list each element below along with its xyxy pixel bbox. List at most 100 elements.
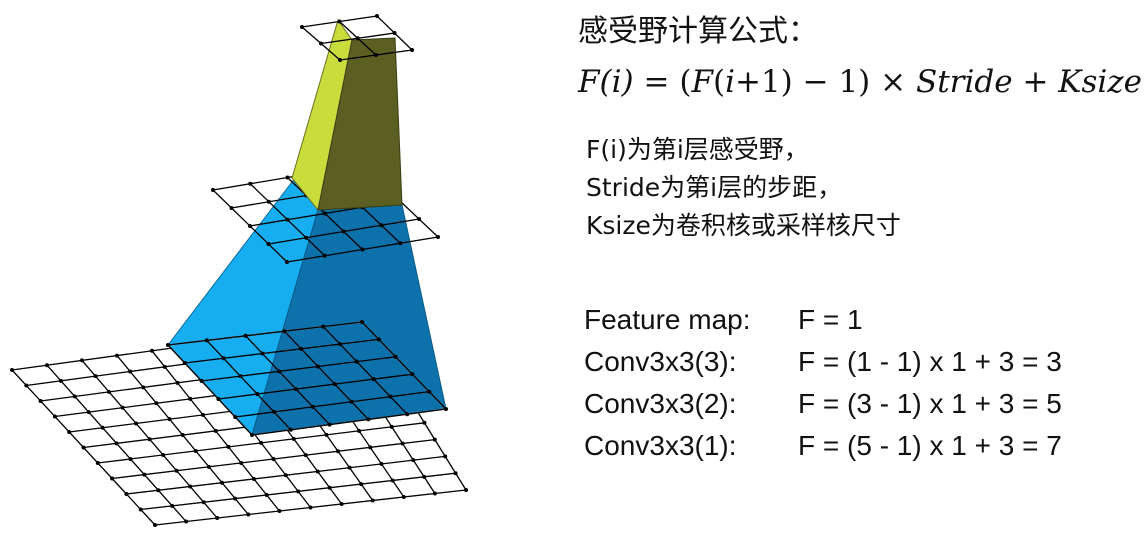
grid-node: [308, 505, 313, 510]
grid-node: [255, 392, 260, 397]
grid-node: [142, 472, 147, 477]
grid-node: [359, 482, 364, 487]
grid-node: [215, 516, 220, 520]
grid-node: [427, 389, 432, 394]
grid-node: [220, 480, 225, 485]
grid-node: [432, 437, 437, 442]
grid-node: [264, 492, 269, 497]
calc-label: Conv3x3(1):: [584, 430, 737, 461]
grid-node: [319, 41, 323, 46]
grid-node: [170, 503, 175, 508]
grid-node: [360, 320, 364, 324]
grid-line: [201, 356, 396, 382]
grid-node: [285, 175, 290, 180]
grid-node: [368, 445, 373, 450]
formula-part: Ksize: [1058, 64, 1142, 100]
grid-node: [338, 342, 342, 347]
grid-node: [67, 430, 72, 434]
top-grid: [300, 14, 414, 62]
grid-node: [277, 509, 282, 513]
grid-node: [310, 404, 315, 409]
receptive-field-formula: F(i) = (F(i+1) − 1) × Stride + Ksize: [578, 64, 1142, 100]
calc-expr: F = (5 - 1) x 1 + 3 = 7: [798, 430, 1062, 461]
calc-expr: F = (3 - 1) x 1 + 3 = 5: [798, 388, 1062, 419]
grid-node: [327, 485, 332, 490]
grid-node: [417, 217, 421, 221]
grid-node: [266, 199, 271, 204]
grid-node: [162, 364, 167, 369]
description-line: Stride为第i层的步距，: [586, 173, 843, 202]
grid-node: [93, 374, 98, 379]
grid-node: [392, 31, 397, 35]
grid-node: [226, 444, 231, 449]
grid-node: [248, 224, 252, 228]
formula-part: F: [691, 64, 713, 100]
grid-node: [213, 428, 218, 433]
grid-node: [436, 235, 440, 239]
grid-node: [335, 449, 340, 454]
grid-node: [229, 206, 234, 210]
grid-node: [188, 396, 193, 401]
calc-expr: F = 1: [798, 304, 863, 335]
grid-node: [315, 469, 320, 474]
grid-node: [422, 474, 427, 479]
grid-node: [375, 14, 379, 18]
grid-node: [180, 433, 185, 438]
grid-node: [360, 247, 365, 252]
calc-row: Conv3x3(1): F = (5 - 1) x 1 + 3 = 7: [584, 430, 1062, 462]
grid-node: [150, 348, 154, 353]
grid-node: [251, 476, 256, 481]
grid-node: [166, 343, 170, 347]
grid-node: [337, 19, 342, 24]
grid-node: [246, 512, 251, 517]
grid-node: [355, 36, 360, 41]
grid-node: [250, 433, 254, 437]
grid-node: [296, 489, 301, 494]
grid-node: [354, 359, 359, 364]
grid-node: [216, 397, 221, 401]
grid-node: [388, 394, 393, 399]
grid-node: [285, 217, 290, 222]
grid-node: [322, 253, 327, 258]
grid-node: [285, 260, 289, 264]
grid-node: [238, 374, 243, 379]
base-patch-grid: [166, 320, 448, 437]
grid-node: [288, 427, 293, 432]
grid-node: [10, 368, 14, 372]
grid-node: [184, 519, 189, 524]
grid-node: [153, 523, 157, 527]
grid-node: [444, 407, 448, 411]
grid-node: [80, 358, 84, 363]
grid-node: [324, 432, 329, 437]
grid-line: [206, 339, 292, 431]
calc-expr: F = (1 - 1) x 1 + 3 = 3: [798, 346, 1062, 377]
grid-node: [239, 460, 244, 465]
grid-node: [272, 409, 276, 414]
grid-node: [277, 369, 282, 374]
formula-lhs: F(i): [578, 64, 634, 100]
grid-node: [321, 324, 326, 329]
grid-node: [432, 491, 437, 496]
calc-row: Conv3x3(2):F = (3 - 1) x 1 + 3 = 5: [584, 388, 1062, 420]
grid-node: [100, 425, 105, 430]
grid-node: [221, 356, 226, 361]
grid-node: [282, 329, 287, 334]
grid-node: [110, 476, 115, 481]
grid-node: [422, 420, 427, 425]
grid-node: [204, 338, 209, 343]
grid-node: [156, 488, 161, 493]
grid-line: [361, 321, 447, 410]
grid-node: [147, 437, 152, 442]
grid-node: [299, 346, 304, 351]
grid-node: [201, 500, 206, 505]
grid-node: [38, 399, 43, 403]
grid-node: [405, 412, 410, 417]
grid-node: [107, 389, 112, 394]
grid-node: [115, 353, 119, 358]
grid-node: [128, 456, 133, 461]
receptive-field-diagram: [10, 14, 468, 527]
grid-node: [167, 417, 172, 422]
grid-node: [374, 53, 378, 57]
grid-node: [206, 464, 211, 469]
grid-node: [338, 58, 342, 62]
